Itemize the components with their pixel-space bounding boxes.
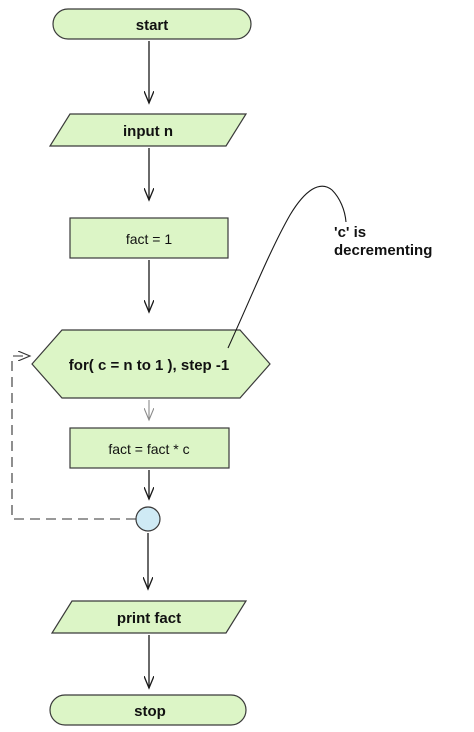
loop-back-arrow	[11, 356, 136, 520]
loop-label: for( c = n to 1 ), step -1	[69, 357, 229, 374]
body-process-box: fact = fact * c	[69, 427, 230, 469]
stop-terminator: stop	[49, 694, 247, 726]
init-process-box: fact = 1	[69, 217, 229, 259]
body-label: fact = fact * c	[108, 441, 189, 457]
annotation-line2: decrementing	[334, 242, 432, 259]
start-label: start	[136, 17, 169, 34]
input-label: input n	[123, 123, 173, 140]
init-label: fact = 1	[126, 231, 173, 247]
print-parallelogram: print fact	[50, 600, 248, 634]
loop-hexagon: for( c = n to 1 ), step -1	[31, 329, 271, 399]
start-terminator: start	[52, 8, 252, 40]
loop-connector	[135, 506, 161, 532]
input-parallelogram: input n	[48, 113, 248, 147]
stop-label: stop	[134, 703, 166, 720]
annotation-note: 'c' is decrementing	[334, 224, 432, 259]
annotation-callout-line	[227, 185, 347, 349]
print-label: print fact	[117, 610, 181, 627]
annotation-line1: 'c' is	[334, 224, 366, 241]
